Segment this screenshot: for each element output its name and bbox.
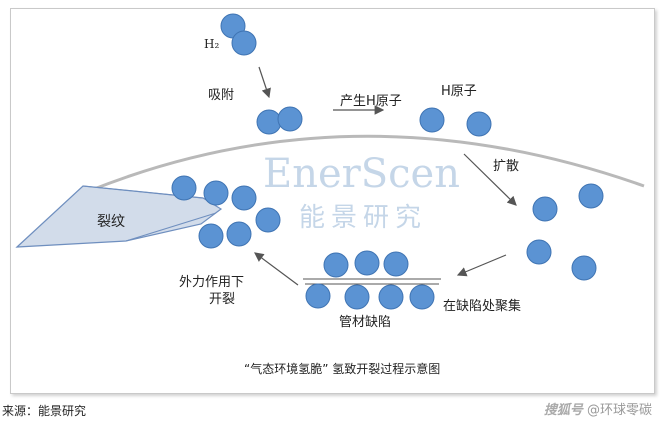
hydrogen-atoms — [171, 13, 604, 310]
platform-logo: 搜狐号 — [543, 403, 583, 418]
aggregate-arrow — [456, 254, 507, 277]
defect-atom — [383, 251, 409, 277]
pipe-defect-label: 管材缺陷 — [339, 315, 391, 330]
diffusion-arrow — [463, 153, 517, 206]
crack-atom — [226, 221, 252, 247]
defect-atom — [344, 284, 370, 310]
adsorbed-atom — [277, 106, 303, 132]
h-atom — [466, 111, 492, 137]
watermark-latin: EnerScen — [263, 151, 460, 197]
defect-atom — [409, 284, 435, 310]
h2-atom — [231, 30, 257, 56]
author-handle: @环球零碳 — [586, 403, 652, 418]
crack-atom — [198, 223, 224, 249]
hydrogen-embrittlement-diagram: EnerScen 能景研究 — [15, 13, 645, 376]
diffused-atom — [578, 183, 604, 209]
source-credit: 来源：能景研究 — [2, 404, 87, 418]
adsorbed-atom — [256, 109, 282, 135]
defect-atom — [354, 250, 380, 276]
diffusion-label: 扩散 — [493, 159, 519, 174]
h-atom — [419, 107, 445, 133]
crack-atom — [231, 185, 257, 211]
defect-atom — [323, 252, 349, 278]
diffused-atom — [532, 196, 558, 222]
defect-atom — [305, 283, 331, 309]
watermark-chinese: 能景研究 — [299, 203, 427, 233]
cracking-arrow — [254, 252, 299, 286]
crack-atom — [203, 180, 229, 206]
produce-h-atom-label: 产生H原子 — [340, 94, 402, 109]
crack-atom — [171, 175, 197, 201]
adsorption-arrow — [258, 66, 271, 99]
adsorption-label: 吸附 — [208, 88, 234, 103]
h-atom-label: H原子 — [441, 84, 477, 99]
aggregate-label: 在缺陷处聚集 — [443, 298, 521, 314]
diagram-panel: EnerScen 能景研究 — [10, 8, 655, 394]
cracking-label: 开裂 — [209, 292, 235, 307]
crack-atom — [255, 207, 281, 233]
metal-surface-line — [88, 134, 645, 193]
crack-edge-bottom — [125, 212, 217, 242]
diffused-atom — [526, 239, 552, 265]
h2-label: H₂ — [204, 37, 219, 51]
external-force-label: 外力作用下 — [179, 275, 244, 290]
diagram-caption: “气态环境氢脆” 氢致开裂过程示意图 — [244, 361, 440, 376]
crack-label: 裂纹 — [97, 214, 125, 230]
publisher-credit: 搜狐号 @环球零碳 — [544, 399, 652, 418]
diffused-atom — [571, 255, 597, 281]
defect-atom — [378, 284, 404, 310]
